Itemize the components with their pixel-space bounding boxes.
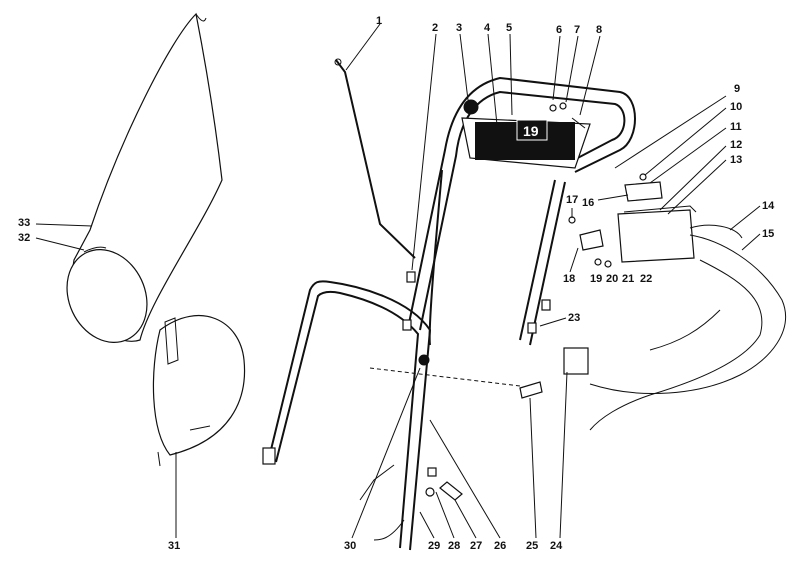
grass-bag <box>66 12 223 343</box>
callout-26: 26 <box>494 540 506 552</box>
callout-8: 8 <box>596 24 602 36</box>
callout-1: 1 <box>376 15 382 27</box>
callout-24: 24 <box>550 540 563 552</box>
callout-21: 21 <box>622 273 634 285</box>
small-parts <box>369 271 551 501</box>
callout-28: 28 <box>448 540 460 552</box>
callout-13: 13 <box>730 154 742 166</box>
callout-9: 9 <box>734 83 740 95</box>
callout-15: 15 <box>762 228 774 240</box>
callout-29: 29 <box>428 540 440 552</box>
control-knob <box>463 99 479 115</box>
callout-22: 22 <box>640 273 652 285</box>
upper-handle: 19 <box>407 76 636 331</box>
callout-6: 6 <box>556 24 562 36</box>
callout-30: 30 <box>344 540 356 552</box>
callout-32: 32 <box>18 232 30 244</box>
transformer <box>563 347 589 375</box>
callout-7: 7 <box>574 24 580 36</box>
callout-27: 27 <box>470 540 482 552</box>
callout-4: 4 <box>484 22 491 34</box>
callout-12: 12 <box>730 139 742 151</box>
callout-33: 33 <box>18 217 30 229</box>
callout-31: 31 <box>168 540 180 552</box>
power-cord <box>563 224 787 431</box>
panel-number: 19 <box>523 123 539 139</box>
switch-box <box>568 173 697 268</box>
callout-5: 5 <box>506 22 512 34</box>
callout-25: 25 <box>526 540 538 552</box>
callout-17: 17 <box>566 194 578 206</box>
callout-2: 2 <box>432 22 438 34</box>
callout-labels: 1 2 3 4 5 6 7 8 9 10 11 12 13 14 15 16 1… <box>18 15 775 552</box>
callout-3: 3 <box>456 22 462 34</box>
control-rod <box>334 58 416 259</box>
callout-14: 14 <box>762 200 775 212</box>
callout-19: 19 <box>590 273 602 285</box>
callout-18: 18 <box>563 273 575 285</box>
callout-16: 16 <box>582 197 594 209</box>
handle-tube <box>428 169 566 346</box>
callout-11: 11 <box>730 121 742 133</box>
callout-23: 23 <box>568 312 580 324</box>
leader-lines <box>35 23 761 539</box>
callout-20: 20 <box>606 273 618 285</box>
rear-deflector <box>152 314 246 467</box>
callout-10: 10 <box>730 101 742 113</box>
